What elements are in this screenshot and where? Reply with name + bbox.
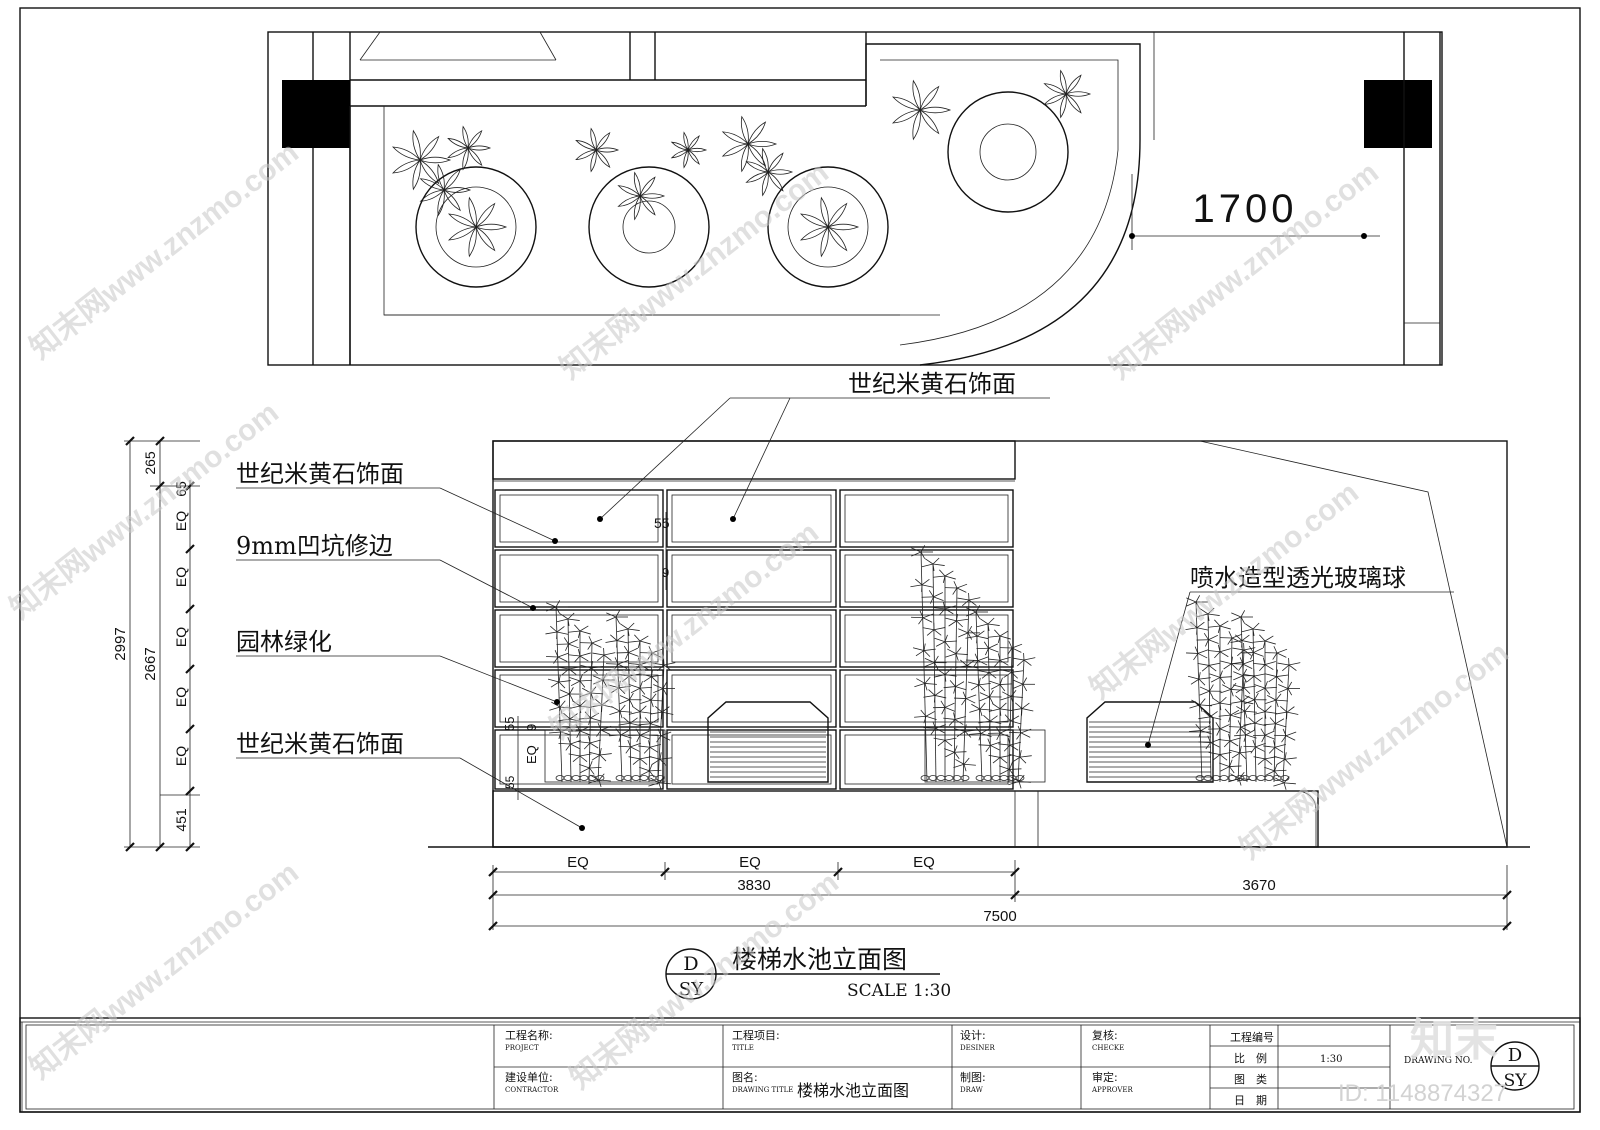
watermark-site-2: 知末网www.znzmo.com [554,156,835,386]
title-name: 楼梯水池立面图 [732,945,907,974]
hdim-3830: 3830 [737,877,770,894]
stone-panel [839,669,1014,728]
stone-panel [666,549,837,608]
detail-55-bot: 55 [502,717,517,731]
stone-panel [839,609,1014,668]
tb-draw-cn: 制图: [960,1071,986,1084]
tb-date-label: 日 期 [1234,1094,1267,1107]
tb-draw-en: DRAW [960,1086,984,1094]
tb-drawing-title-cn: 图名: [732,1070,758,1084]
tb-ratio-value: 1:30 [1320,1054,1342,1065]
vdim-eq-5: EQ [173,746,189,766]
plan-view: 1700 [267,31,1443,366]
stone-panel [666,669,837,728]
bamboo-plants [545,545,1301,790]
title-badge-bottom: SY [679,979,704,1000]
watermark-id: ID: 1148874327 [1338,1080,1507,1107]
title-badge-top: D [683,953,698,975]
watermark-site-8: 知末网www.znzmo.com [564,866,845,1096]
callout-groove-trim: 9mm凹坑修边 [236,532,393,560]
callout-top-stone: 世纪米黄石饰面 [848,370,1016,398]
dim-2667: 2667 [142,647,159,680]
stone-panel [666,489,837,548]
plan-dimension: 1700 [1129,174,1380,250]
detail-eq: EQ [524,745,539,764]
stone-panel [839,549,1014,608]
plan-planters [415,91,1069,288]
tb-project-en: PROJECT [505,1044,539,1052]
tb-designer-en: DESINER [960,1044,996,1052]
vdim-eq-4: EQ [173,687,189,707]
tb-badge-top: D [1508,1045,1522,1066]
watermark-site-4: 知末网www.znzmo.com [4,396,285,626]
dim-2997: 2997 [112,627,129,660]
plan-column-left [282,80,350,148]
tb-contractor-cn: 建设单位: [505,1070,553,1084]
drawing-title: D SY 楼梯水池立面图 SCALE 1:30 [665,945,951,1001]
stone-panel [494,549,664,608]
stone-panel [666,729,837,790]
callouts: 世纪米黄石饰面 世纪米黄石饰面 9mm凹坑修边 园林绿化 世纪米黄石饰面 喷水造… [236,370,1454,831]
tb-title-en: TITLE [732,1044,754,1052]
watermark-logo: 知末 [1410,1016,1498,1065]
horizontal-dimensions: EQ EQ EQ 3830 3670 7500 [488,854,1512,931]
vertical-dimensions: 2997 2667 265 65 451 EQ EQ EQ EQ EQ [112,436,200,852]
callout-left-stone-1: 世纪米黄石饰面 [236,460,404,488]
watermark-site-9: 知末网www.znzmo.com [1234,636,1515,866]
stone-panel [666,609,837,668]
callout-glass-ball: 喷水造型透光玻璃球 [1190,564,1406,592]
stone-panel [494,669,664,728]
callout-left-stone-2: 世纪米黄石饰面 [236,730,404,758]
detail-dimensions: 55 9 55 9 EQ 55 [502,512,670,800]
detail-55-top: 55 [654,515,670,531]
glass-ball-right [1086,701,1214,783]
tb-approver-en: APPROVER [1091,1086,1134,1094]
tb-ratio-label: 比 例 [1234,1051,1267,1065]
tb-drawing-title-en: DRAWING TITLE [732,1086,793,1094]
hdim-eq-3: EQ [913,854,935,871]
hdim-eq-2: EQ [739,854,761,871]
dim-265: 265 [142,451,158,475]
tb-drawing-title-value: 楼梯水池立面图 [797,1081,909,1100]
detail-9-bot: 9 [524,724,539,731]
tb-project-cn: 工程名称: [505,1028,553,1042]
dim-451: 451 [173,808,189,832]
hdim-7500: 7500 [983,908,1016,925]
tb-drawing-no: DRAWING NO. [1404,1056,1473,1066]
plan-column-right [1364,80,1432,148]
vdim-eq-2: EQ [173,567,189,587]
title-block: 工程名称: PROJECT 建设单位: CONTRACTOR 工程项目: TIT… [19,1017,1581,1113]
detail-55-base: 55 [503,775,517,789]
stone-panel [494,489,664,548]
tb-contractor-en: CONTRACTOR [505,1086,559,1094]
watermark-site-1: 知末网www.znzmo.com [24,136,305,366]
hdim-3670: 3670 [1242,877,1275,894]
dim-65: 65 [173,481,189,497]
stone-panel [839,489,1014,548]
vdim-eq-1: EQ [173,511,189,531]
vdim-eq-3: EQ [173,627,189,647]
glass-ball-left [707,701,829,783]
tb-check-cn: 复核: [1092,1028,1118,1042]
watermark-site-7: 知末网www.znzmo.com [24,856,305,1086]
plan-plants [391,69,1092,258]
stone-panels [494,489,1014,790]
hdim-eq-1: EQ [567,854,589,871]
tb-title-cn: 工程项目: [732,1029,780,1042]
tb-designer-cn: 设计: [960,1029,986,1042]
tb-check-en: CHECKE [1092,1044,1124,1052]
tb-approver-cn: 审定: [1092,1070,1118,1084]
tb-project-no: 工程编号 [1230,1030,1274,1044]
elevation-view [428,440,1530,848]
title-scale: SCALE 1:30 [847,981,951,1001]
tb-category-label: 图 类 [1234,1072,1267,1086]
tb-badge-bottom: SY [1504,1071,1528,1091]
plan-dim-1700: 1700 [1193,187,1298,231]
callout-landscape: 园林绿化 [236,628,332,656]
